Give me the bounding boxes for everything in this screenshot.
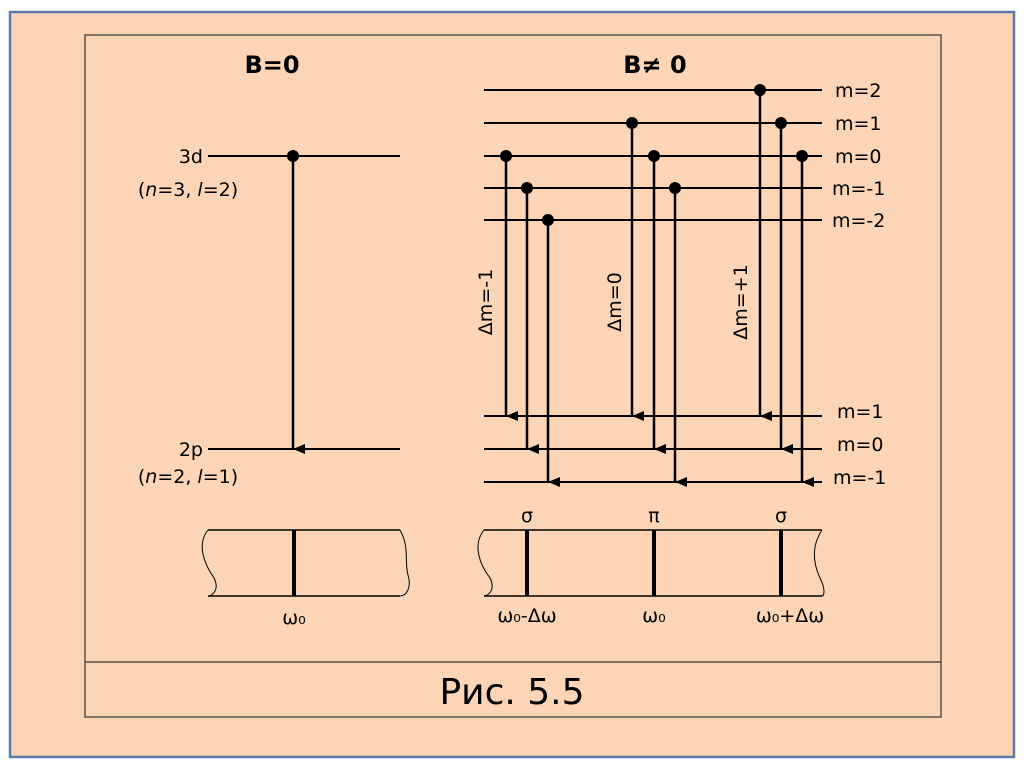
spectrum-label: ω₀-Δω [497, 605, 556, 627]
figure-caption: Рис. 5.5 [439, 672, 584, 713]
group-label-dm-minus1: Δm=-1 [475, 269, 497, 335]
group-label-dm-plus1: Δm=+1 [730, 264, 752, 339]
spectrum-label: ω₀+Δω [756, 605, 824, 627]
group-label-dm-0: Δm=0 [604, 272, 626, 332]
upper-level-label: m=0 [835, 146, 882, 168]
lower-level-label: m=0 [837, 434, 884, 456]
polarization-label: σ [521, 505, 533, 527]
lower-level-label: m=1 [837, 401, 884, 423]
left-spectrum [201, 529, 410, 597]
left-spectrum-label: ω₀ [282, 607, 306, 629]
lower-level-label: m=-1 [833, 467, 886, 489]
slide-frame [8, 10, 1016, 759]
level-2p-quantum: (n=2, l=1) [138, 466, 238, 488]
upper-level-label: m=1 [835, 113, 882, 135]
right-title: B≠ 0 [623, 51, 686, 79]
left-title: B=0 [244, 51, 299, 79]
spectrum-label: ω₀ [642, 605, 666, 627]
level-3d-label: 3d [179, 146, 203, 168]
transitions-dm-minus1 [500, 150, 560, 487]
figure-box [84, 34, 942, 718]
transitions-dm-0 [626, 117, 687, 487]
level-3d-quantum: (n=3, l=2) [138, 179, 238, 201]
upper-level-label: m=-2 [832, 210, 885, 232]
upper-level-label: m=-1 [832, 178, 885, 200]
upper-level-label: m=2 [835, 80, 882, 102]
right-spectrum [477, 529, 825, 597]
polarization-label: π [648, 505, 659, 527]
transitions-dm-plus1 [754, 84, 814, 487]
polarization-label: σ [775, 505, 787, 527]
level-2p-label: 2p [179, 439, 203, 461]
